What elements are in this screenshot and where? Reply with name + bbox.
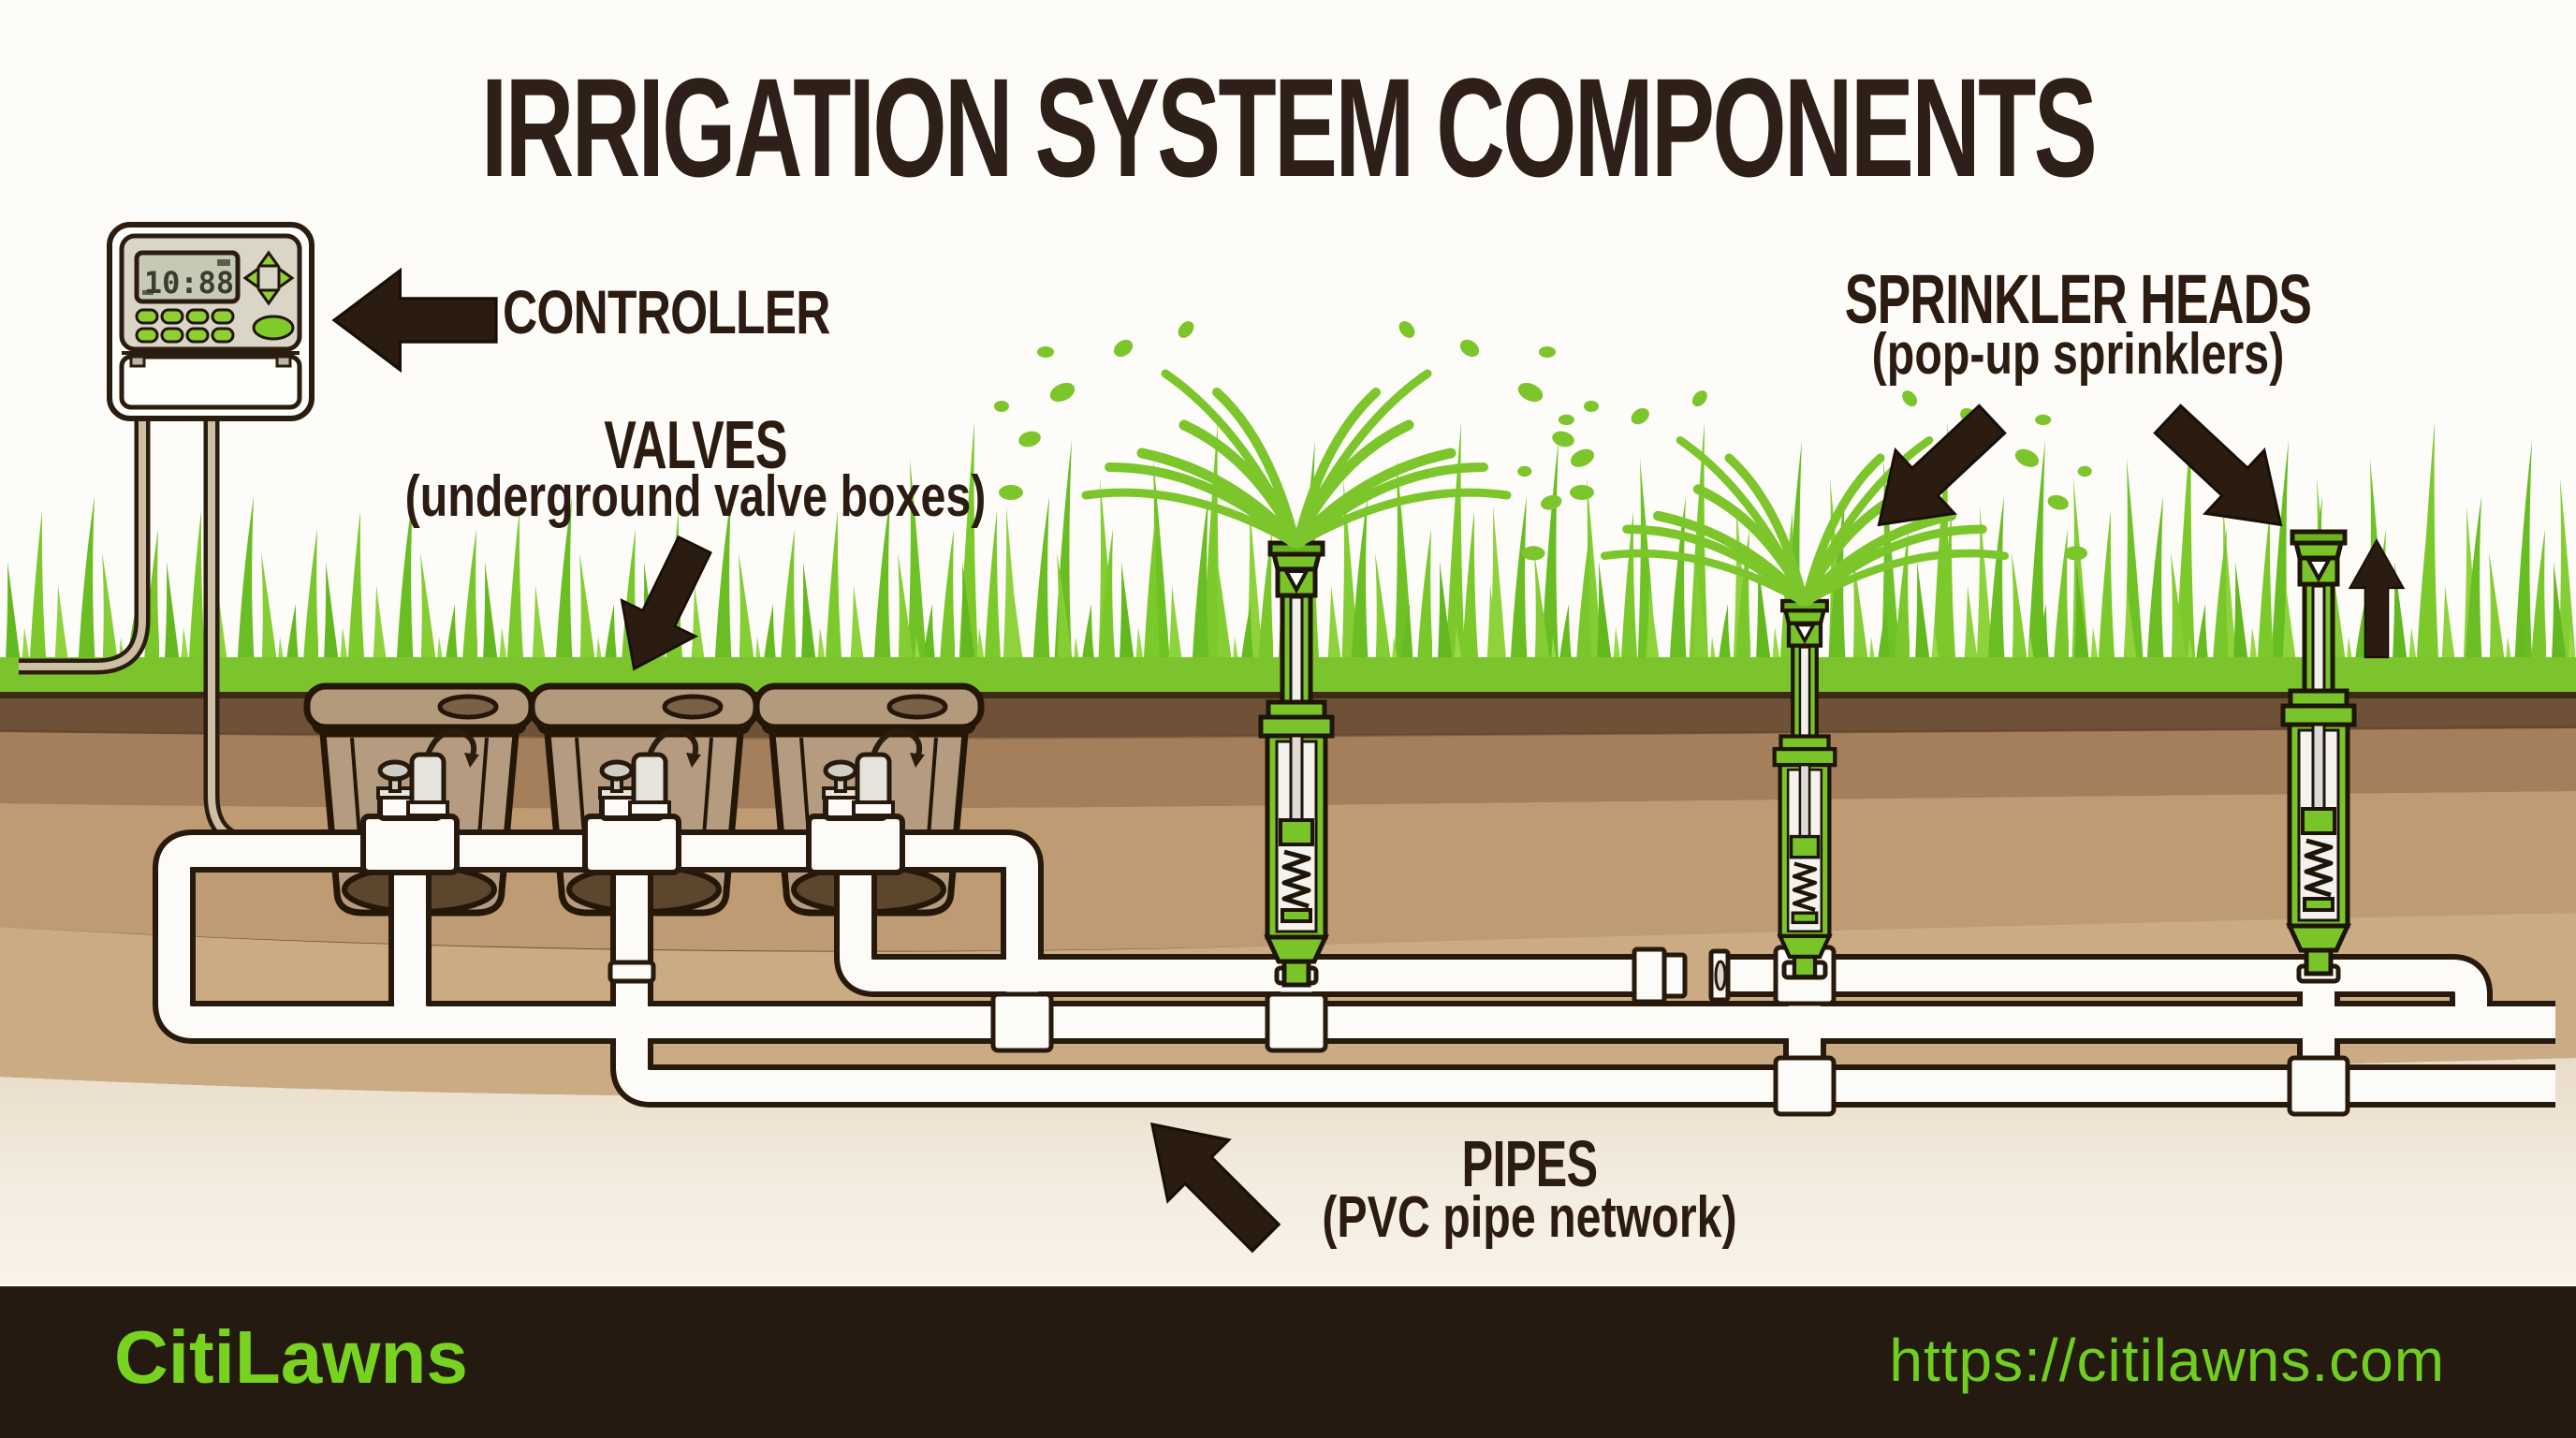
controller-device: 10:88 bbox=[107, 222, 315, 421]
valves-label: VALVES bbox=[604, 408, 787, 483]
pipe-coupling-joint bbox=[1632, 946, 1731, 1005]
controller-lcd: 10:88 bbox=[134, 250, 241, 304]
page-title: IRRIGATION SYSTEM COMPONENTS bbox=[480, 49, 2098, 206]
sprinkler-heads-label: SPRINKLER HEADS bbox=[1844, 260, 2312, 338]
valves-sublabel: (underground valve boxes) bbox=[404, 464, 987, 529]
battery-icon bbox=[217, 259, 230, 266]
controller-door bbox=[119, 354, 302, 410]
controller-buttons bbox=[135, 308, 295, 344]
pipes-label: PIPES bbox=[1461, 1127, 1599, 1200]
arrow-down-icon bbox=[256, 288, 281, 306]
pipes-sublabel: (PVC pipe network) bbox=[1322, 1185, 1737, 1250]
brand-logo: CitiLawns bbox=[114, 1315, 468, 1399]
arrow-right-icon bbox=[277, 266, 295, 290]
controller-label: CONTROLLER bbox=[503, 277, 830, 346]
footer-bar bbox=[0, 1286, 2576, 1438]
run-button bbox=[252, 315, 295, 341]
pipe-network bbox=[153, 829, 2555, 1117]
arrow-left-icon bbox=[242, 266, 260, 290]
arrow-up-icon bbox=[256, 250, 281, 268]
dpad bbox=[242, 250, 295, 306]
lcd-time: 10:88 bbox=[144, 265, 234, 301]
sprinkler-heads-sublabel: (pop-up sprinklers) bbox=[1871, 322, 2285, 387]
website-url: https://citilawns.com bbox=[1889, 1327, 2445, 1394]
